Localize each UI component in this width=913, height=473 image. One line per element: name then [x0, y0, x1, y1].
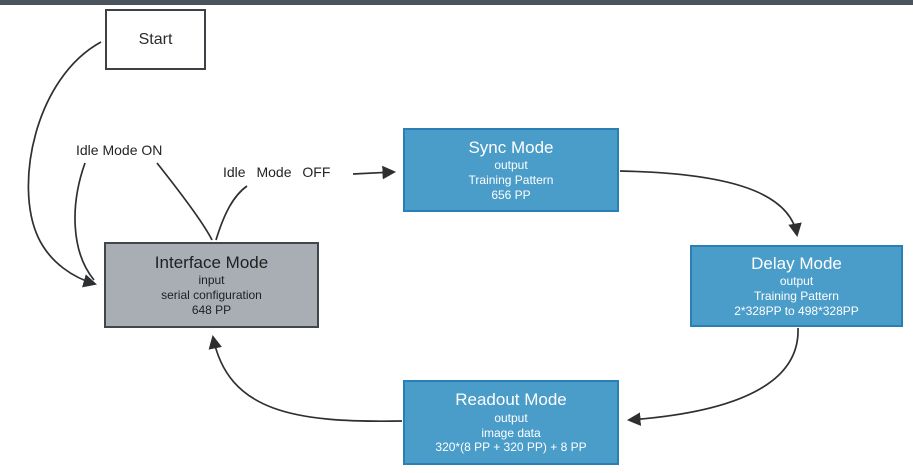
node-readout-line-1: output — [494, 410, 528, 425]
edge-delay-to-readout — [626, 327, 799, 426]
node-sync-mode: Sync Mode output Training Pattern 656 PP — [403, 128, 619, 212]
node-readout-mode: Readout Mode output image data 320*(8 PP… — [403, 380, 619, 465]
node-sync-line-3: 656 PP — [491, 187, 531, 202]
node-delay-title: Delay Mode — [751, 253, 842, 273]
top-divider-bar — [0, 0, 913, 5]
node-interface-line-1: input — [198, 273, 225, 288]
node-sync-title: Sync Mode — [468, 137, 554, 157]
edge-idle-on-to-interface — [74, 162, 95, 281]
node-sync-line-1: output — [494, 158, 528, 173]
node-interface-line-2: serial configuration — [161, 288, 262, 303]
edge-sync-to-delay — [619, 170, 802, 238]
node-interface-mode: Interface Mode input serial configuratio… — [104, 242, 319, 328]
node-delay-mode: Delay Mode output Training Pattern 2*328… — [690, 245, 903, 327]
edge-interface-top-to-idle-on — [156, 162, 213, 241]
node-sync-line-2: Training Pattern — [468, 173, 554, 188]
edge-idle-off-to-sync — [352, 165, 397, 180]
node-interface-line-3: 648 PP — [191, 302, 232, 317]
node-start-title: Start — [138, 30, 173, 48]
node-delay-line-3: 2*328PP to 498*328PP — [734, 303, 859, 318]
edge-readout-to-interface — [208, 334, 403, 423]
edge-start-to-interface — [27, 41, 102, 288]
node-readout-line-2: image data — [481, 425, 541, 440]
edge-label-idle-mode-on: Idle Mode ON — [76, 142, 163, 158]
node-interface-title: Interface Mode — [154, 252, 269, 272]
node-delay-line-1: output — [779, 274, 814, 289]
node-readout-title: Readout Mode — [455, 390, 567, 410]
node-delay-line-2: Training Pattern — [754, 289, 839, 304]
node-start: Start — [105, 9, 206, 70]
node-readout-line-3: 320*(8 PP + 320 PP) + 8 PP — [435, 440, 587, 455]
edge-label-idle-mode-off: Idle Mode OFF — [223, 164, 331, 180]
edge-interface-top-to-idle-off — [215, 185, 248, 241]
